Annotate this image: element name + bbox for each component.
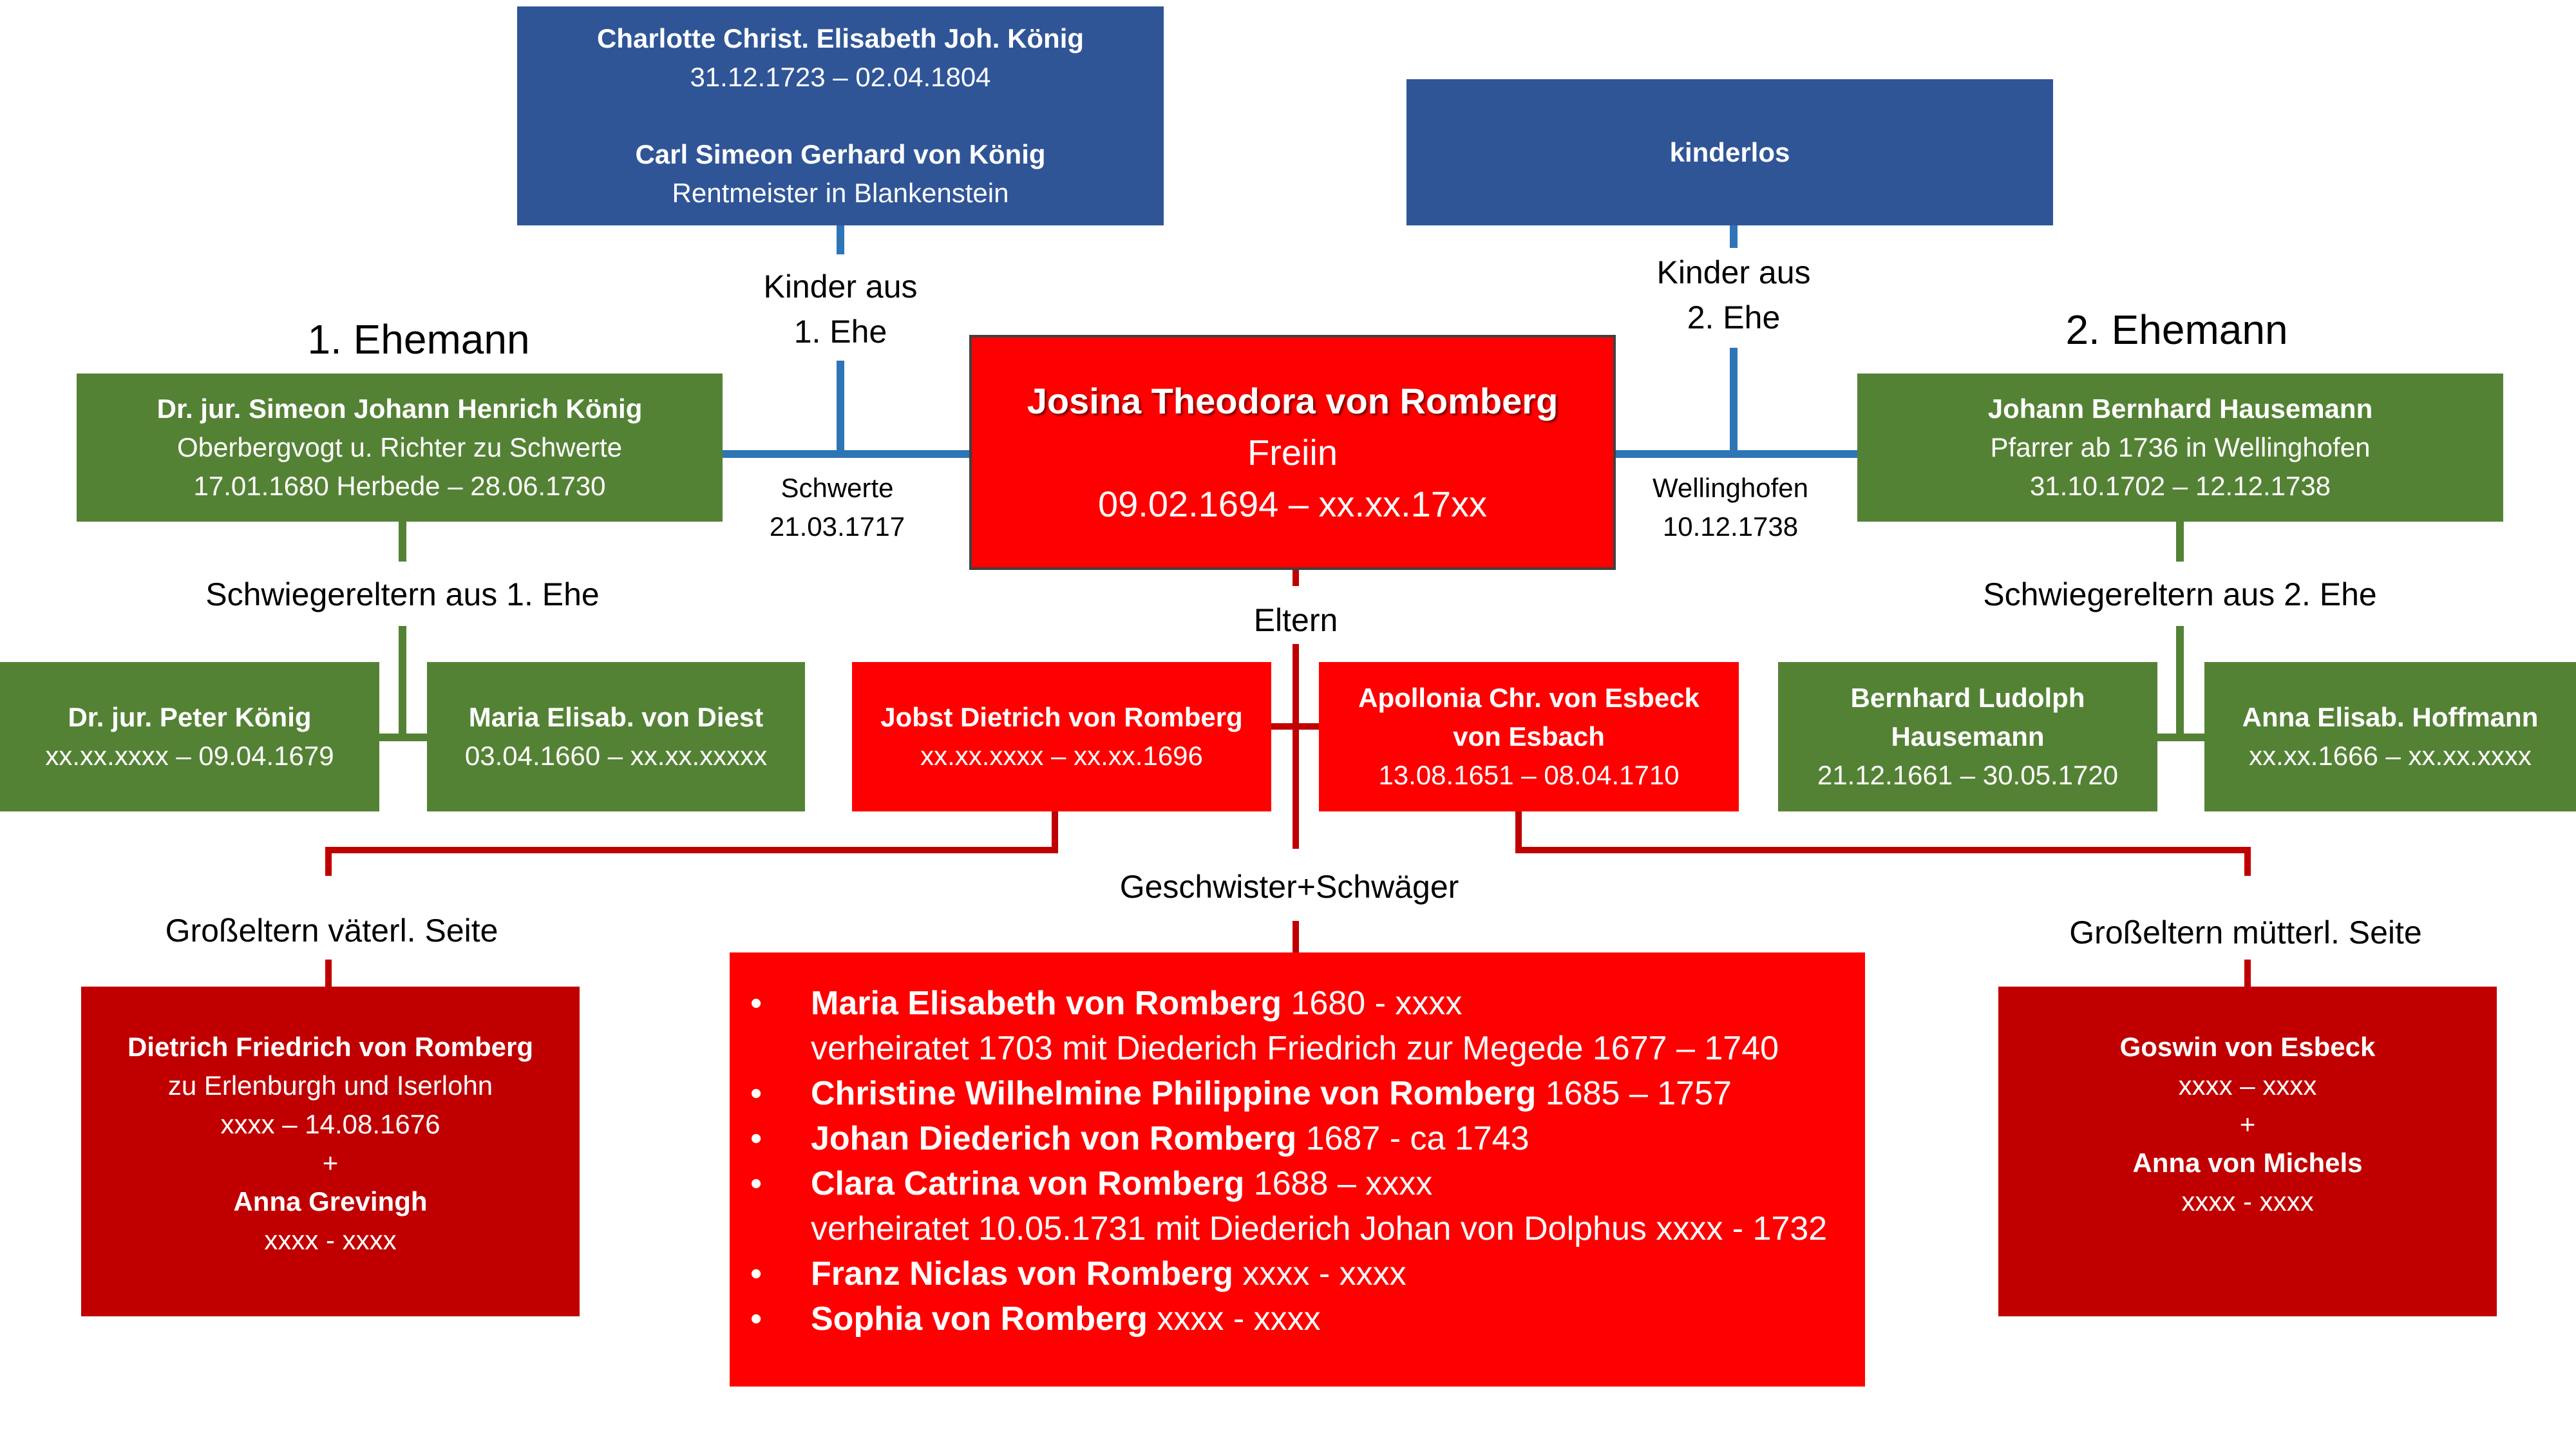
line-father-to-grand: [325, 811, 1058, 876]
grandparents-maternal-label: Großeltern mütterl. Seite: [2069, 914, 2422, 951]
grand-p-dates2: xxxx - xxxx: [264, 1225, 397, 1255]
husband2-occupation: Pfarrer ab 1736 in Wellinghofen: [1990, 432, 2371, 462]
siblings-list: Maria Elisabeth von Romberg 1680 - xxxx …: [730, 981, 1852, 1341]
sibling-item: Franz Niclas von Romberg xxxx - xxxx: [730, 1251, 1852, 1296]
husband2-dates: 31.10.1702 – 12.12.1738: [2029, 471, 2331, 501]
inlaw2b-box: Anna Elisab. Hoffmann xx.xx.1666 – xx.xx…: [2204, 662, 2576, 811]
sibling-dates: 1680 - xxxx: [1282, 985, 1463, 1022]
mother-dates: 13.08.1651 – 08.04.1710: [1378, 760, 1680, 790]
inlaw2a-box: Bernhard Ludolph Hausemann 21.12.1661 – …: [1778, 662, 2157, 811]
children-second-marriage-box: kinderlos: [1406, 79, 2053, 225]
sibling-name: Clara Catrina von Romberg: [811, 1165, 1245, 1202]
siblings-box: Maria Elisabeth von Romberg 1680 - xxxx …: [730, 952, 1865, 1387]
sibling-item: Johan Diederich von Romberg 1687 - ca 17…: [730, 1116, 1852, 1161]
sibling-name: Johan Diederich von Romberg: [811, 1120, 1297, 1157]
child1-name: Charlotte Christ. Elisabeth Joh. König: [596, 23, 1084, 53]
inlaw1a-name: Dr. jur. Peter König: [68, 702, 312, 732]
child2-name: Carl Simeon Gerhard von König: [635, 139, 1046, 169]
children-first-marriage-box: Charlotte Christ. Elisabeth Joh. König 3…: [517, 6, 1164, 225]
parents-label: Eltern: [1253, 602, 1338, 638]
child2-occupation: Rentmeister in Blankenstein: [672, 178, 1009, 208]
sibling-dates: 1685 – 1757: [1536, 1075, 1732, 1112]
husband1-occupation: Oberbergvogt u. Richter zu Schwerte: [177, 432, 622, 462]
grandparents-maternal-box: Goswin von Esbeck xxxx – xxxx + Anna von…: [1998, 987, 2497, 1316]
inlaw1b-box: Maria Elisab. von Diest 03.04.1660 – xx.…: [427, 662, 805, 811]
sibling-marriage: verheiratet 1703 mit Diederich Friedrich…: [811, 1030, 1779, 1067]
inlaws2-label: Schwiegereltern aus 2. Ehe: [1983, 576, 2377, 612]
siblings-label: Geschwister+Schwäger: [1119, 869, 1459, 905]
sibling-name: Christine Wilhelmine Philippine von Romb…: [811, 1075, 1537, 1112]
sibling-marriage: verheiratet 10.05.1731 mit Diederich Joh…: [811, 1210, 1828, 1247]
sibling-name: Franz Niclas von Romberg: [811, 1255, 1233, 1293]
children1-label: Kinder aus 1. Ehe: [763, 269, 918, 350]
main-person-box: Josina Theodora von Romberg Freiin 09.02…: [969, 335, 1616, 570]
line-mother-to-grand: [1515, 811, 2251, 876]
grand-m-name2: Anna von Michels: [2132, 1148, 2363, 1178]
grandparents-paternal-box: Dietrich Friedrich von Romberg zu Erlenb…: [81, 987, 580, 1316]
childless-text: kinderlos: [1669, 137, 1790, 167]
marriage1-label: Schwerte 21.03.1717: [769, 473, 905, 542]
father-name: Jobst Dietrich von Romberg: [880, 702, 1243, 732]
husband1-dates: 17.01.1680 Herbede – 28.06.1730: [193, 471, 606, 501]
inlaw2b-dates: xx.xx.1666 – xx.xx.xxxx: [2249, 741, 2532, 771]
inlaw2b-name: Anna Elisab. Hoffmann: [2242, 702, 2539, 732]
child1-dates: 31.12.1723 – 02.04.1804: [690, 62, 991, 92]
inlaw1b-name: Maria Elisab. von Diest: [468, 702, 764, 732]
father-box: Jobst Dietrich von Romberg xx.xx.xxxx – …: [852, 662, 1271, 811]
inlaw1b-dates: 03.04.1660 – xx.xx.xxxxx: [464, 741, 768, 771]
inlaws1-label: Schwiegereltern aus 1. Ehe: [205, 576, 600, 612]
inlaw2a-dates: 21.12.1661 – 30.05.1720: [1817, 760, 2119, 790]
sibling-dates: xxxx - xxxx: [1147, 1300, 1321, 1338]
grand-p-plus: +: [322, 1148, 339, 1178]
grand-p-name2: Anna Grevingh: [233, 1186, 428, 1217]
inlaw1a-box: Dr. jur. Peter König xx.xx.xxxx – 09.04.…: [0, 662, 379, 811]
main-person-dates: 09.02.1694 – xx.xx.17xx: [1098, 483, 1487, 524]
grand-p-dates: xxxx – 14.08.1676: [220, 1109, 440, 1139]
husband2-heading: 2. Ehemann: [2065, 307, 2288, 353]
sibling-dates: xxxx - xxxx: [1233, 1255, 1406, 1293]
inlaw2a-name: Bernhard Ludolph: [1850, 683, 2085, 713]
sibling-name: Sophia von Romberg: [811, 1300, 1148, 1338]
sibling-item: Maria Elisabeth von Romberg 1680 - xxxx …: [730, 981, 1852, 1071]
mother-name: Apollonia Chr. von Esbeck: [1358, 683, 1700, 713]
sibling-name: Maria Elisabeth von Romberg: [811, 985, 1282, 1022]
main-person-name: Josina Theodora von Romberg: [1027, 380, 1558, 421]
grand-m-name: Goswin von Esbeck: [2119, 1032, 2376, 1062]
main-person-title: Freiin: [1247, 431, 1338, 473]
grand-m-dates2: xxxx - xxxx: [2181, 1186, 2314, 1217]
sibling-dates: 1688 – xxxx: [1244, 1165, 1433, 1202]
children2-label: Kinder aus 2. Ehe: [1656, 254, 1811, 336]
husband1-name: Dr. jur. Simeon Johann Henrich König: [156, 393, 643, 424]
sibling-item: Christine Wilhelmine Philippine von Romb…: [730, 1071, 1852, 1116]
inlaw1a-dates: xx.xx.xxxx – 09.04.1679: [45, 741, 334, 771]
husband2-box: Johann Bernhard Hausemann Pfarrer ab 173…: [1857, 374, 2503, 522]
grand-m-dates: xxxx – xxxx: [2178, 1070, 2317, 1101]
husband1-heading: 1. Ehemann: [307, 316, 530, 363]
grand-m-plus: +: [2239, 1109, 2256, 1139]
father-dates: xx.xx.xxxx – xx.xx.1696: [920, 741, 1203, 771]
husband2-name: Johann Bernhard Hausemann: [1987, 393, 2373, 424]
grand-p-name: Dietrich Friedrich von Romberg: [127, 1032, 534, 1062]
grandparents-paternal-label: Großeltern väterl. Seite: [165, 913, 498, 949]
sibling-item: Sophia von Romberg xxxx - xxxx: [730, 1296, 1852, 1341]
mother-box: Apollonia Chr. von Esbeck von Esbach 13.…: [1319, 662, 1739, 811]
sibling-dates: 1687 - ca 1743: [1296, 1120, 1530, 1157]
mother-name-alt: von Esbach: [1453, 721, 1605, 752]
grand-p-place: zu Erlenburgh und Iserlohn: [167, 1070, 493, 1101]
husband1-box: Dr. jur. Simeon Johann Henrich König Obe…: [77, 374, 723, 522]
marriage2-label: Wellinghofen 10.12.1738: [1652, 473, 1809, 542]
sibling-item: Clara Catrina von Romberg 1688 – xxxx ve…: [730, 1161, 1852, 1251]
inlaw2a-name-cont: Hausemann: [1891, 721, 2045, 752]
